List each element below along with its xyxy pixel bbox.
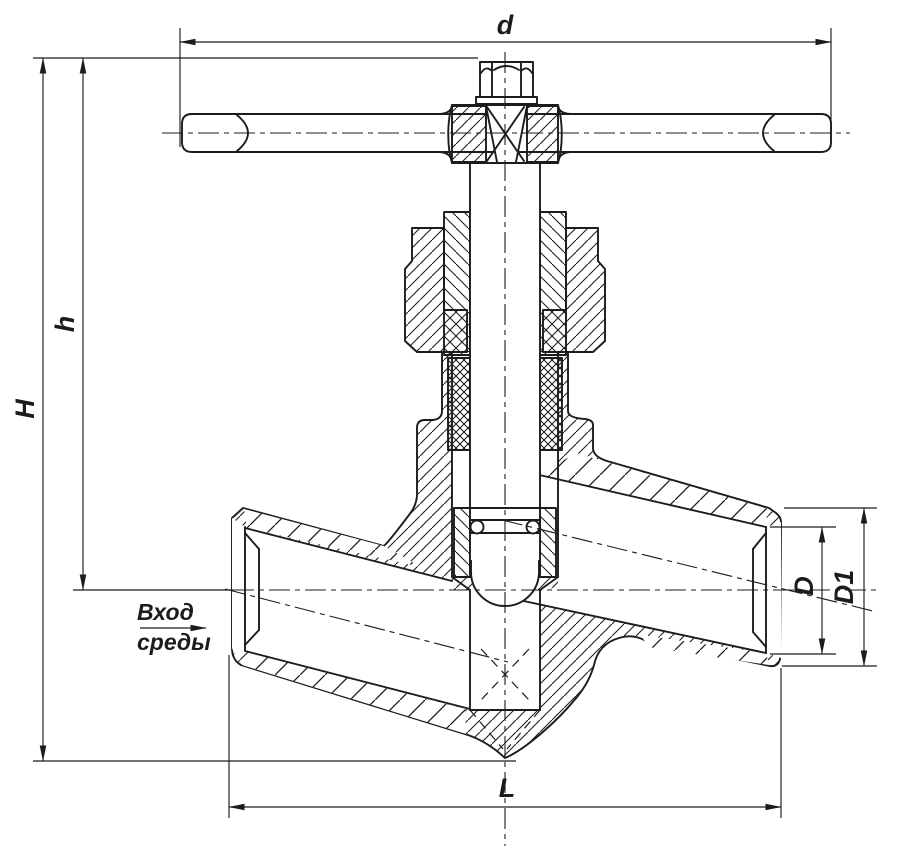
packing-right bbox=[539, 357, 563, 451]
packing-left bbox=[447, 357, 471, 451]
handwheel bbox=[181, 61, 832, 164]
pipe-wall-bands bbox=[242, 453, 769, 734]
dim-label-D: D bbox=[789, 576, 819, 596]
plug-collar-left bbox=[453, 507, 471, 578]
hex-nut-facets bbox=[480, 61, 533, 98]
flow-label-line1: Вход bbox=[137, 599, 194, 625]
plug-collar-right bbox=[539, 507, 557, 578]
dim-label-d: d bbox=[497, 10, 514, 40]
pivot-ball-right bbox=[525, 519, 541, 535]
dimensions bbox=[33, 28, 877, 818]
handle-end-arc-right bbox=[762, 114, 775, 152]
dim-label-H: H bbox=[10, 399, 40, 419]
dim-label-D1: D1 bbox=[829, 570, 859, 605]
dim-label-L: L bbox=[499, 773, 516, 803]
inlet-channel-void bbox=[245, 528, 470, 709]
flow-label-line2: среды bbox=[137, 629, 211, 655]
outlet-axis bbox=[501, 519, 878, 613]
handle-hub-right bbox=[526, 105, 559, 163]
inlet-axis bbox=[224, 588, 509, 663]
dim-label-h: h bbox=[50, 316, 80, 333]
stem-hex-nut bbox=[479, 61, 534, 98]
handle-hub-left bbox=[451, 105, 487, 163]
centerlines bbox=[162, 52, 878, 846]
labels: d H h D D1 L Вход среды bbox=[10, 10, 859, 803]
nut-washer bbox=[475, 96, 538, 105]
union-nut-left bbox=[404, 227, 468, 353]
pivot-ball-left bbox=[469, 519, 485, 535]
union-nut-right bbox=[542, 227, 606, 353]
bonnet-assembly bbox=[404, 211, 606, 451]
outlet-channel-void bbox=[519, 474, 766, 653]
